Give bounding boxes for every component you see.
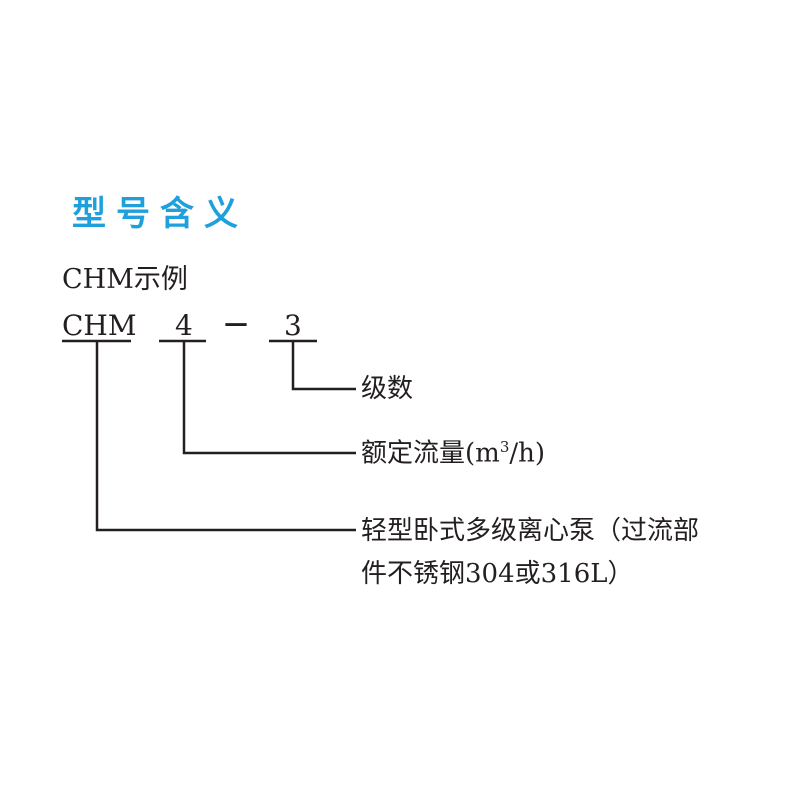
code-dash: － bbox=[222, 309, 251, 342]
flow-label: 额定流量(m3/h) bbox=[361, 440, 545, 467]
flow-label-sup: 3 bbox=[499, 438, 510, 456]
series-label-line2: 件不锈钢304或316L） bbox=[361, 559, 634, 589]
code-flow: 4 bbox=[175, 309, 193, 342]
series-label-line1: 轻型卧式多级离心泵（过流部 bbox=[361, 516, 700, 546]
stages-label: 级数 bbox=[361, 374, 414, 404]
code-series: CHM bbox=[62, 309, 137, 342]
section-title: 型号含义 bbox=[72, 194, 248, 234]
example-label: CHM示例 bbox=[62, 264, 188, 295]
code-stages: 3 bbox=[284, 309, 302, 342]
stages-connector bbox=[291, 341, 356, 391]
series-connector bbox=[95, 341, 356, 532]
flow-label-suffix: /h) bbox=[509, 438, 546, 469]
flow-connector bbox=[182, 341, 356, 455]
flow-label-prefix: 额定流量(m bbox=[361, 438, 500, 469]
